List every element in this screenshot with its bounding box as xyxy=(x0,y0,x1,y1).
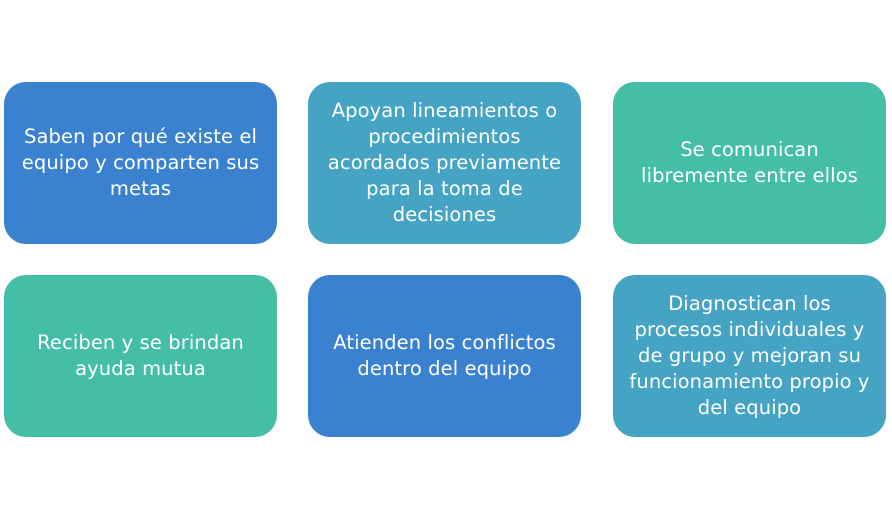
card-text: Se comunican libremente entre ellos xyxy=(641,138,858,187)
card-text: Saben por qué existe el equipo y compart… xyxy=(21,125,260,200)
card-conflict-handling: Atienden los conflictos dentro del equip… xyxy=(308,275,581,437)
card-mutual-help: Reciben y se brindan ayuda mutua xyxy=(4,275,277,437)
card-process-diagnosis: Diagnostican los procesos individuales y… xyxy=(613,275,886,437)
card-text: Apoyan lineamientos o procedimientos aco… xyxy=(327,99,562,226)
card-free-communication: Se comunican libremente entre ellos xyxy=(613,82,886,244)
card-text: Reciben y se brindan ayuda mutua xyxy=(37,331,244,380)
card-shared-goals: Saben por qué existe el equipo y compart… xyxy=(4,82,277,244)
card-decision-procedures: Apoyan lineamientos o procedimientos aco… xyxy=(308,82,581,244)
card-text: Atienden los conflictos dentro del equip… xyxy=(333,331,556,380)
card-text: Diagnostican los procesos individuales y… xyxy=(629,292,870,419)
